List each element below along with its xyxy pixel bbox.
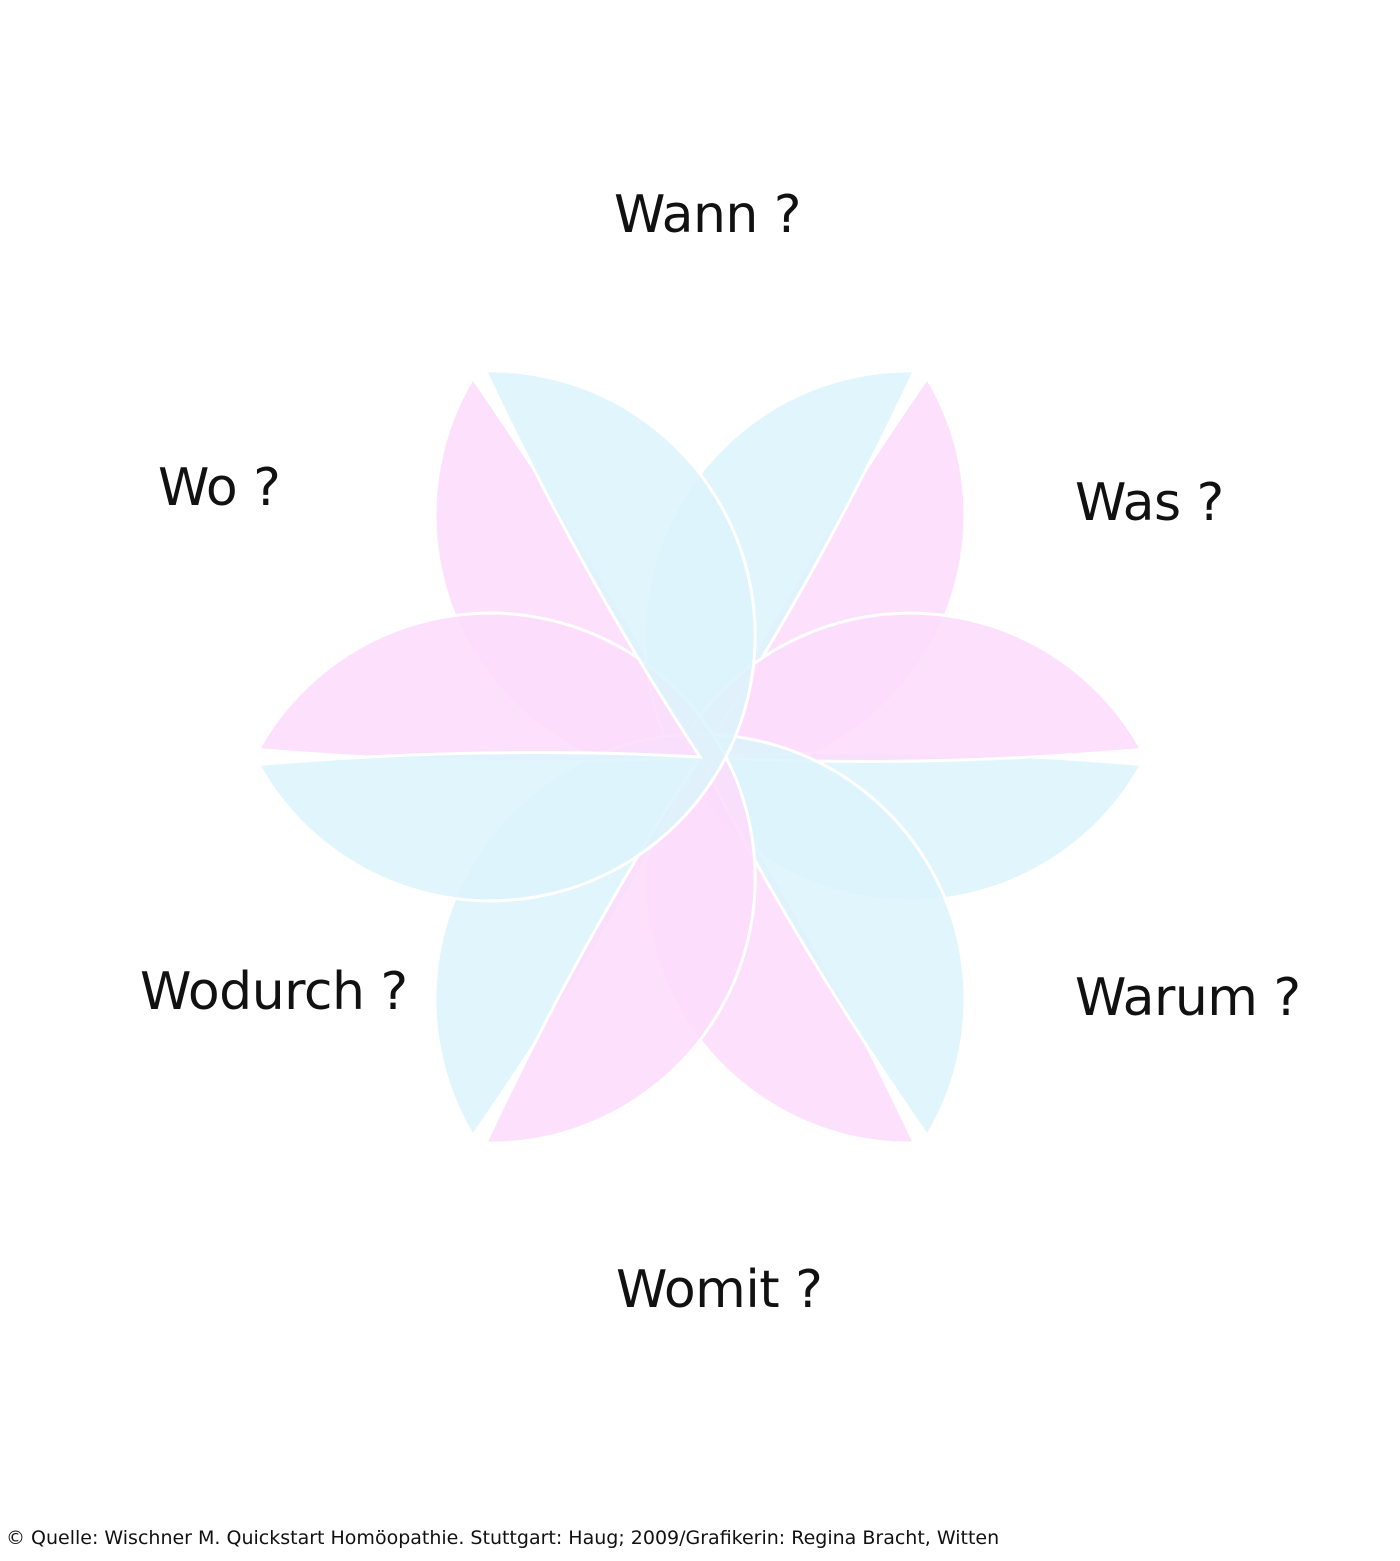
source-credit: © Quelle: Wischner M. Quickstart Homöopa… [6, 1527, 1000, 1549]
petal-label-wann: Wann ? [614, 185, 802, 245]
petal-label-was: Was ? [1075, 473, 1224, 533]
petal-wo [256, 369, 757, 903]
petal-label-wo: Wo ? [158, 458, 281, 518]
petal-label-wodurch: Wodurch ? [140, 962, 408, 1022]
petal-label-warum: Warum ? [1075, 968, 1301, 1028]
petal-label-womit: Womit ? [616, 1260, 823, 1320]
